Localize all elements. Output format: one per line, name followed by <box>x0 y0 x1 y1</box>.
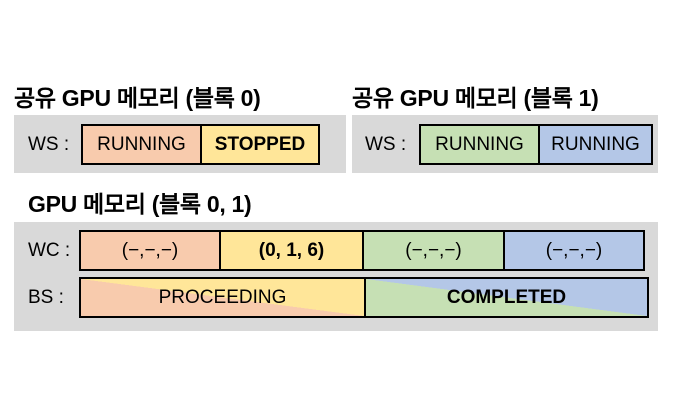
wc-cell-0: (−,−,−) <box>79 230 221 271</box>
shared-gpu-memory-block1-panel: WS : RUNNING RUNNING <box>352 115 658 173</box>
shared-gpu-memory-block0-title: 공유 GPU 메모리 (블록 0) <box>14 85 261 111</box>
ws-row-label-block0: WS : <box>28 133 70 155</box>
gpu-memory-panel: WC : (−,−,−) (0, 1, 6) (−,−,−) (−,−,−) B… <box>14 222 658 331</box>
shared-gpu-memory-block1-title: 공유 GPU 메모리 (블록 1) <box>352 85 599 111</box>
ws-cell-block1-warp0: RUNNING <box>419 124 540 165</box>
wc-cell-3: (−,−,−) <box>503 230 645 271</box>
wc-cell-2: (−,−,−) <box>362 230 505 271</box>
ws-cell-block0-warp0: RUNNING <box>81 124 202 165</box>
wc-cells: (−,−,−) (0, 1, 6) (−,−,−) (−,−,−) <box>79 230 645 271</box>
bs-bars: PROCEEDING COMPLETED <box>79 277 649 318</box>
wc-cell-1: (0, 1, 6) <box>219 230 364 271</box>
gpu-memory-title: GPU 메모리 (블록 0, 1) <box>28 191 252 217</box>
shared-gpu-memory-block0-panel: WS : RUNNING STOPPED <box>14 115 346 173</box>
ws-row-label-block1: WS : <box>365 133 407 155</box>
bs-bar-proceeding: PROCEEDING <box>79 277 366 318</box>
ws-cells-block1: RUNNING RUNNING <box>419 124 653 165</box>
wc-row-label: WC : <box>28 239 71 261</box>
bs-row-label: BS : <box>28 286 64 308</box>
bs-bar-completed: COMPLETED <box>364 277 649 318</box>
ws-cell-block1-warp1: RUNNING <box>538 124 653 165</box>
ws-cell-block0-warp1: STOPPED <box>200 124 320 165</box>
ws-cells-block0: RUNNING STOPPED <box>81 124 320 165</box>
